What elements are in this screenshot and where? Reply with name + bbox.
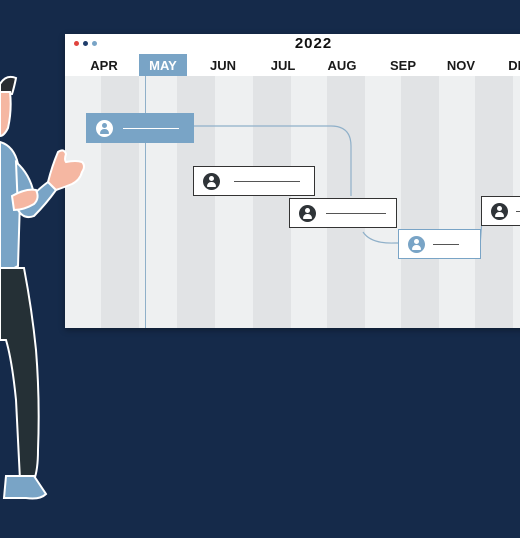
window-dot-red[interactable] bbox=[74, 41, 79, 46]
task-placeholder-line bbox=[123, 128, 179, 129]
user-avatar-icon bbox=[203, 173, 220, 190]
task-placeholder-line bbox=[516, 211, 520, 212]
month-aug: AUG bbox=[327, 58, 357, 73]
month-jul: JUL bbox=[270, 58, 296, 73]
task-placeholder-line bbox=[234, 181, 300, 182]
month-dec: DEC bbox=[508, 58, 520, 73]
window-dot-navy[interactable] bbox=[83, 41, 88, 46]
task-bar-2[interactable] bbox=[193, 166, 315, 196]
month-may-selected[interactable]: MAY bbox=[139, 54, 187, 76]
user-avatar-icon bbox=[299, 205, 316, 222]
grid-column bbox=[401, 76, 439, 328]
user-avatar-icon bbox=[96, 120, 113, 137]
grid-column bbox=[253, 76, 291, 328]
month-header-row: APR MAY JUN JUL AUG SEP NOV DEC bbox=[65, 54, 520, 76]
task-placeholder-line bbox=[326, 213, 386, 214]
month-jun: JUN bbox=[209, 58, 236, 73]
month-nov: NOV bbox=[446, 58, 476, 73]
month-apr: APR bbox=[90, 58, 118, 73]
task-bar-1[interactable] bbox=[86, 113, 194, 143]
current-date-marker bbox=[145, 76, 146, 328]
gantt-board: 2022 APR MAY JUN JUL AUG SEP NOV DEC bbox=[65, 34, 520, 328]
user-avatar-icon bbox=[408, 236, 425, 253]
window-dot-blue[interactable] bbox=[92, 41, 97, 46]
task-bar-3[interactable] bbox=[289, 198, 397, 228]
month-sep: SEP bbox=[389, 58, 416, 73]
user-avatar-icon bbox=[491, 203, 508, 220]
presenter-illustration bbox=[0, 75, 85, 500]
year-title: 2022 bbox=[294, 35, 333, 52]
task-bar-4[interactable] bbox=[398, 229, 481, 259]
task-placeholder-line bbox=[433, 244, 459, 245]
task-bar-5[interactable] bbox=[481, 196, 520, 226]
